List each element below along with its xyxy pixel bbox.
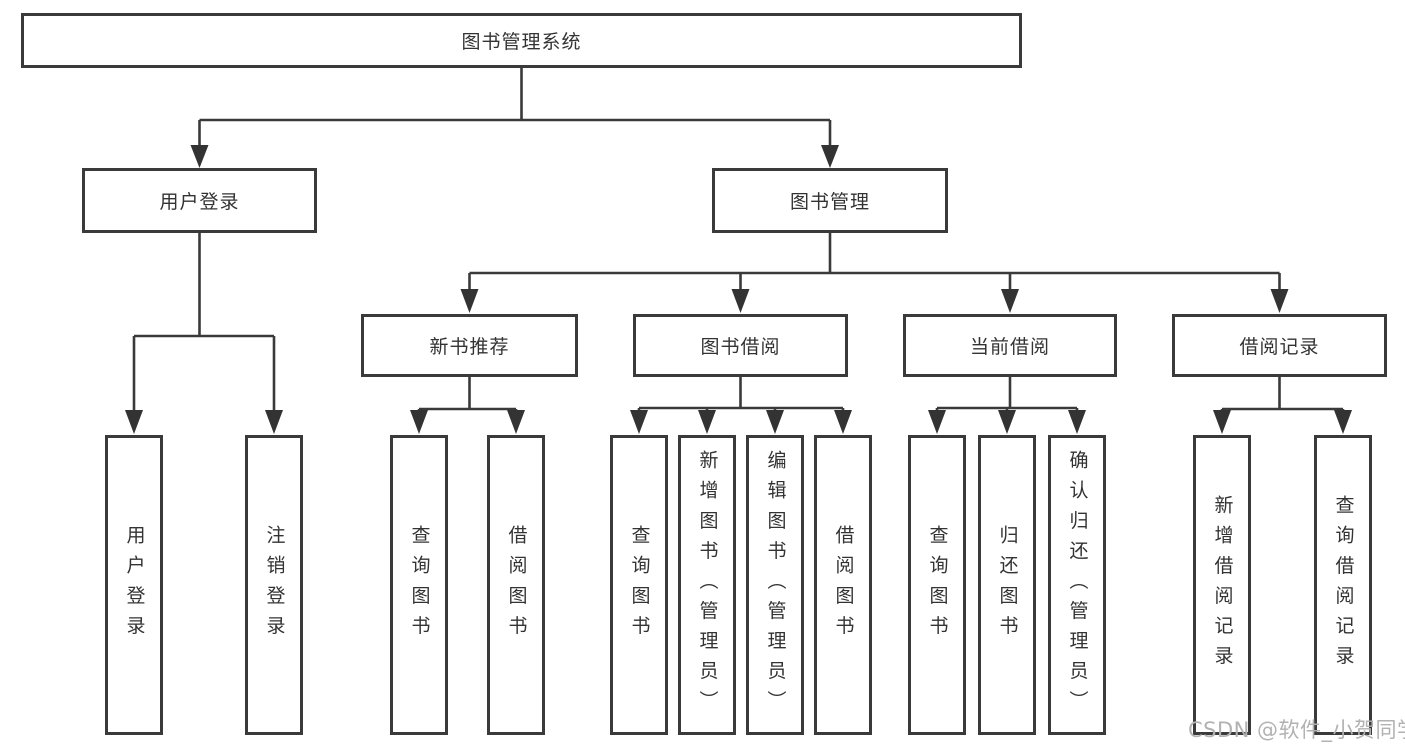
- connector-current-borrow-to-leaves: [928, 377, 1086, 434]
- arrowhead: [265, 410, 283, 434]
- arrowhead: [1001, 289, 1019, 313]
- connector-borrow-records-to-leaves: [1213, 377, 1352, 434]
- leaf-br-add-record: 新增借阅记录: [1193, 435, 1251, 735]
- arrowhead: [834, 410, 852, 434]
- leaf-logout-label: 注销登录: [263, 524, 286, 646]
- leaf-user-login: 用户登录: [105, 435, 163, 735]
- node-book-borrow: 图书借阅: [633, 314, 848, 377]
- leaf-cb-query-books-label: 查询图书: [926, 524, 949, 646]
- arrowhead: [1068, 410, 1086, 434]
- node-current-borrow: 当前借阅: [903, 314, 1117, 377]
- leaf-nb-borrow-books-label: 借阅图书: [505, 524, 528, 646]
- leaf-bb-edit-books-admin: 编辑图书（管理员）: [746, 435, 804, 735]
- leaf-nb-query-books: 查询图书: [390, 435, 448, 735]
- arrowhead: [698, 410, 716, 434]
- arrowhead: [821, 145, 839, 168]
- leaf-bb-borrow-books-label: 借阅图书: [832, 524, 855, 646]
- node-book-management: 图书管理: [712, 168, 948, 233]
- leaf-bb-query-books: 查询图书: [610, 435, 668, 735]
- leaf-br-add-record-label: 新增借阅记录: [1211, 494, 1234, 676]
- leaf-cb-return-books-label: 归还图书: [996, 524, 1019, 646]
- leaf-nb-query-books-label: 查询图书: [408, 524, 431, 646]
- leaf-br-query-record: 查询借阅记录: [1314, 435, 1372, 735]
- arrowhead: [410, 410, 428, 434]
- leaf-nb-borrow-books: 借阅图书: [487, 435, 545, 735]
- arrowhead: [1270, 289, 1289, 313]
- leaf-bb-edit-books-admin-label: 编辑图书（管理员）: [764, 449, 787, 721]
- node-root-library-system: 图书管理系统: [21, 13, 1022, 68]
- connector-book-mgmt-to-level3: [460, 233, 1289, 313]
- leaf-cb-return-books: 归还图书: [978, 435, 1036, 735]
- arrowhead: [507, 410, 525, 434]
- leaf-user-login-label: 用户登录: [123, 524, 146, 646]
- leaf-bb-add-books-admin: 新增图书（管理员）: [678, 435, 736, 735]
- arrowhead: [190, 145, 209, 168]
- leaf-bb-borrow-books: 借阅图书: [814, 435, 872, 735]
- leaf-cb-query-books: 查询图书: [908, 435, 966, 735]
- arrowhead: [630, 410, 648, 434]
- connector-user-login-to-leaves: [125, 233, 283, 434]
- arrowhead: [1334, 410, 1352, 434]
- connector-book-borrow-to-leaves: [630, 377, 852, 434]
- leaf-logout: 注销登录: [245, 435, 303, 735]
- node-new-book-recommend: 新书推荐: [361, 314, 578, 377]
- csdn-watermark: CSDN @软件_小贺同学: [1188, 718, 1405, 742]
- arrowhead: [460, 289, 479, 313]
- connector-new-books-to-leaves: [410, 377, 525, 434]
- node-user-login: 用户登录: [82, 168, 317, 233]
- arrowhead: [731, 289, 750, 313]
- leaf-bb-query-books-label: 查询图书: [628, 524, 651, 646]
- arrowhead: [125, 410, 143, 434]
- arrowhead: [928, 410, 946, 434]
- leaf-cb-confirm-return-admin: 确认归还（管理员）: [1048, 435, 1106, 735]
- leaf-br-query-record-label: 查询借阅记录: [1332, 494, 1355, 676]
- arrowhead: [1213, 410, 1231, 434]
- node-borrow-records: 借阅记录: [1172, 314, 1387, 377]
- connector-root-to-level2: [190, 68, 839, 168]
- leaf-bb-add-books-admin-label: 新增图书（管理员）: [696, 449, 719, 721]
- arrowhead: [766, 410, 784, 434]
- leaf-cb-confirm-return-admin-label: 确认归还（管理员）: [1066, 449, 1089, 721]
- arrowhead: [998, 410, 1016, 434]
